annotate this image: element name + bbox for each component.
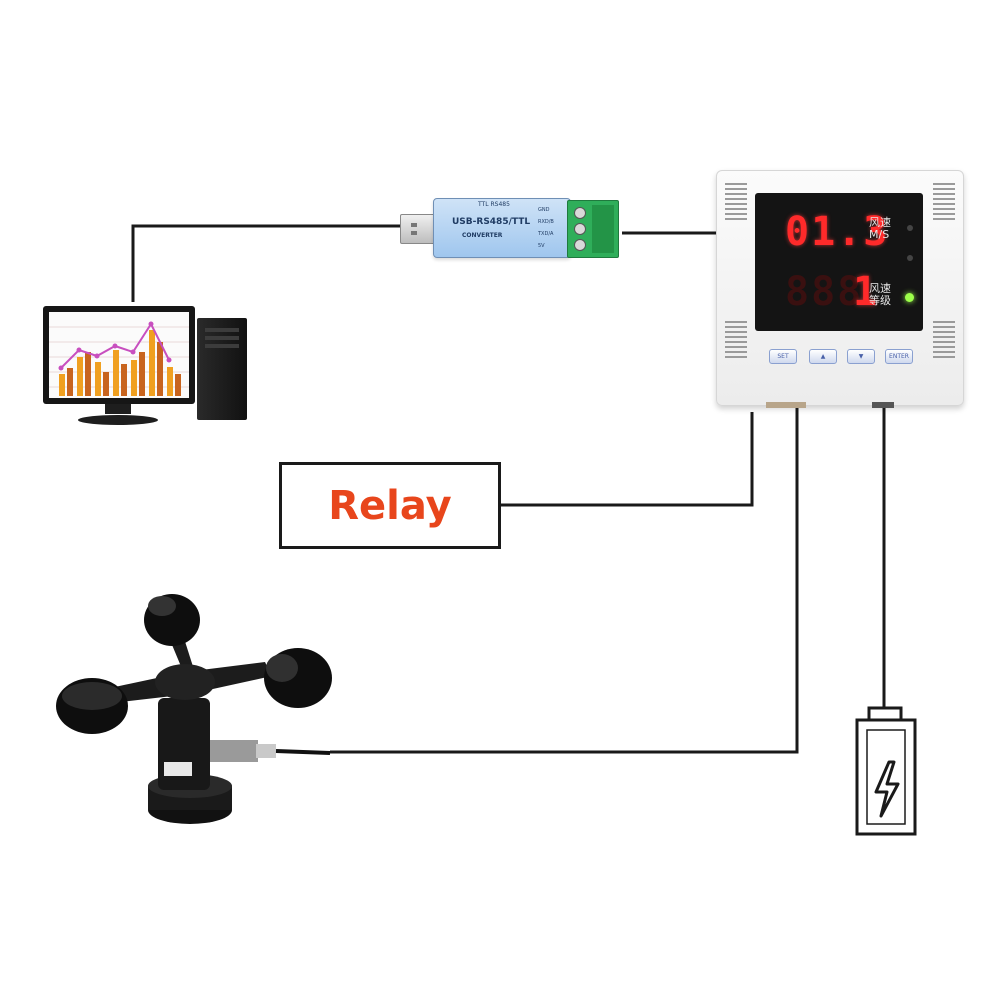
- down-button[interactable]: ▼: [847, 349, 875, 364]
- led-display: 01.3 风速 M/S 888 1 风速 等级: [755, 193, 923, 331]
- alarm-led-1: [907, 225, 913, 231]
- vent-grille: [725, 183, 747, 221]
- vent-grille: [725, 321, 747, 359]
- converter-pin-label: RXD/B: [538, 219, 554, 225]
- enter-button[interactable]: ENTER: [885, 349, 913, 364]
- converter-top-label: TTL RS485: [478, 201, 510, 208]
- vent-grille: [933, 321, 955, 359]
- wire-controller-relay: [501, 412, 754, 507]
- converter-pin-label: TXD/A: [538, 231, 554, 237]
- usb-rs485-converter: TTL RS485 USB-RS485/TTL CONVERTER GND RX…: [433, 198, 571, 258]
- wire-controller-anemometer: [330, 406, 799, 754]
- computer-tower: [197, 318, 247, 420]
- set-button[interactable]: SET: [769, 349, 797, 364]
- wind-speed-controller: 01.3 风速 M/S 888 1 风速 等级 SET ▲ ▼ ENTER: [716, 170, 964, 406]
- up-button[interactable]: ▲: [809, 349, 837, 364]
- computer-monitor: [43, 306, 195, 404]
- wind-level-digits: 888: [785, 269, 864, 315]
- screw-icon: [574, 239, 586, 251]
- wind-speed-digits: 01.3: [785, 209, 890, 255]
- wire-computer-usb: [131, 224, 400, 302]
- monitor-screen: [49, 312, 189, 398]
- converter-title: USB-RS485/TTL: [452, 217, 531, 227]
- terminal-block: [567, 200, 619, 258]
- relay-box: Relay: [279, 462, 501, 549]
- screw-icon: [574, 207, 586, 219]
- wind-speed-unit: 风速 M/S: [869, 216, 891, 241]
- converter-pin-label: GND: [538, 207, 550, 213]
- alarm-led-2: [907, 255, 913, 261]
- screw-icon: [574, 223, 586, 235]
- converter-pin-label: 5V: [538, 243, 545, 249]
- bar-chart-icon: [49, 321, 189, 396]
- vent-grille: [933, 183, 955, 221]
- wind-level-value: 1: [853, 269, 880, 315]
- wind-level-unit: 风速 等级: [869, 282, 891, 307]
- relay-label: Relay: [328, 482, 452, 529]
- converter-subtitle: CONVERTER: [462, 232, 503, 239]
- status-led: [905, 293, 914, 302]
